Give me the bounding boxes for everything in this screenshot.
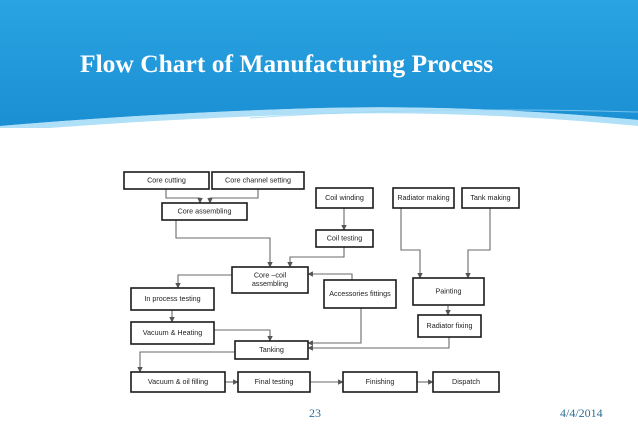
node-label: Core channel setting xyxy=(225,175,291,184)
node-label: Core cutting xyxy=(147,175,186,184)
node-final-testing: Final testing xyxy=(237,371,311,393)
edge-tanking-to-vacuum-oil xyxy=(137,351,235,373)
node-coil-winding: Coil winding xyxy=(315,187,374,209)
node-radiator-making: Radiator making xyxy=(392,187,455,209)
node-inprocess-testing: In process testing xyxy=(130,287,215,311)
node-box xyxy=(323,279,397,309)
node-label: Core –coil xyxy=(254,271,287,280)
edge-core-assembling-to-core-coil xyxy=(175,220,273,268)
node-radiator-fixing: Radiator fixing xyxy=(417,314,482,338)
node-label: Coil winding xyxy=(325,193,364,202)
node-label: assembling xyxy=(252,279,288,288)
node-box xyxy=(417,314,482,338)
node-box xyxy=(234,340,309,360)
node-box xyxy=(130,321,215,345)
node-box xyxy=(342,371,418,393)
node-box xyxy=(315,187,374,209)
edge-vacuum-heating-to-tanking xyxy=(214,329,273,342)
page-number: 23 xyxy=(309,406,321,420)
node-box xyxy=(231,266,309,294)
node-label: Vacuum & Heating xyxy=(143,328,202,337)
node-box xyxy=(161,202,248,221)
node-box xyxy=(392,187,455,209)
node-label: Core assembling xyxy=(178,206,232,215)
node-core-assembling: Core assembling xyxy=(161,202,248,221)
node-label: In process testing xyxy=(144,294,200,303)
node-box xyxy=(315,229,374,248)
flowchart-edges xyxy=(137,189,491,385)
node-box xyxy=(237,371,311,393)
edge-coil-testing-to-core-coil xyxy=(287,247,345,268)
edge-radiator-fixing-to-tanking xyxy=(307,337,450,351)
banner-wave-highlight xyxy=(0,107,638,128)
node-accessories: Accessories fittings xyxy=(323,279,397,309)
edge-tank-making-to-painting xyxy=(465,208,491,279)
slide-title: Flow Chart of Manufacturing Process xyxy=(80,49,494,78)
node-label: Finishing xyxy=(366,377,395,386)
slide-date: 4/4/2014 xyxy=(560,406,603,420)
node-box xyxy=(461,187,520,209)
node-label: Painting xyxy=(436,286,462,295)
edge-core-channel-to-core-assembling xyxy=(207,189,259,204)
node-label: Final testing xyxy=(255,377,294,386)
edge-core-cutting-to-core-assembling xyxy=(165,189,203,204)
node-vacuum-heating: Vacuum & Heating xyxy=(130,321,215,345)
node-core-channel: Core channel setting xyxy=(211,171,305,190)
node-box xyxy=(211,171,305,190)
node-label: Coil testing xyxy=(327,233,363,242)
edge-accessories-to-core-coil xyxy=(307,271,353,280)
node-box xyxy=(412,277,485,306)
node-painting: Painting xyxy=(412,277,485,306)
node-label: Radiator making xyxy=(397,193,449,202)
node-label: Tank making xyxy=(470,193,510,202)
title-banner xyxy=(0,0,638,128)
node-tank-making: Tank making xyxy=(461,187,520,209)
edge-accessories-to-tanking xyxy=(307,308,362,346)
node-vacuum-oil: Vacuum & oil filling xyxy=(130,371,226,393)
node-dispatch: Dispatch xyxy=(432,371,500,393)
node-box xyxy=(130,371,226,393)
node-label: Tanking xyxy=(259,345,284,354)
banner-wave-line xyxy=(249,109,638,119)
node-label: Accessories fittings xyxy=(329,289,391,298)
node-label: Vacuum & oil filling xyxy=(148,377,208,386)
node-tanking: Tanking xyxy=(234,340,309,360)
node-box xyxy=(432,371,500,393)
node-finishing: Finishing xyxy=(342,371,418,393)
banner-shape xyxy=(0,0,638,126)
node-core-cutting: Core cutting xyxy=(123,171,210,190)
node-label: Dispatch xyxy=(452,377,480,386)
edge-radiator-making-to-painting xyxy=(400,208,423,279)
node-box xyxy=(130,287,215,311)
node-label: Radiator fixing xyxy=(427,321,473,330)
edge-core-coil-to-inprocess-testing xyxy=(175,274,232,289)
node-box xyxy=(123,171,210,190)
node-coil-testing: Coil testing xyxy=(315,229,374,248)
